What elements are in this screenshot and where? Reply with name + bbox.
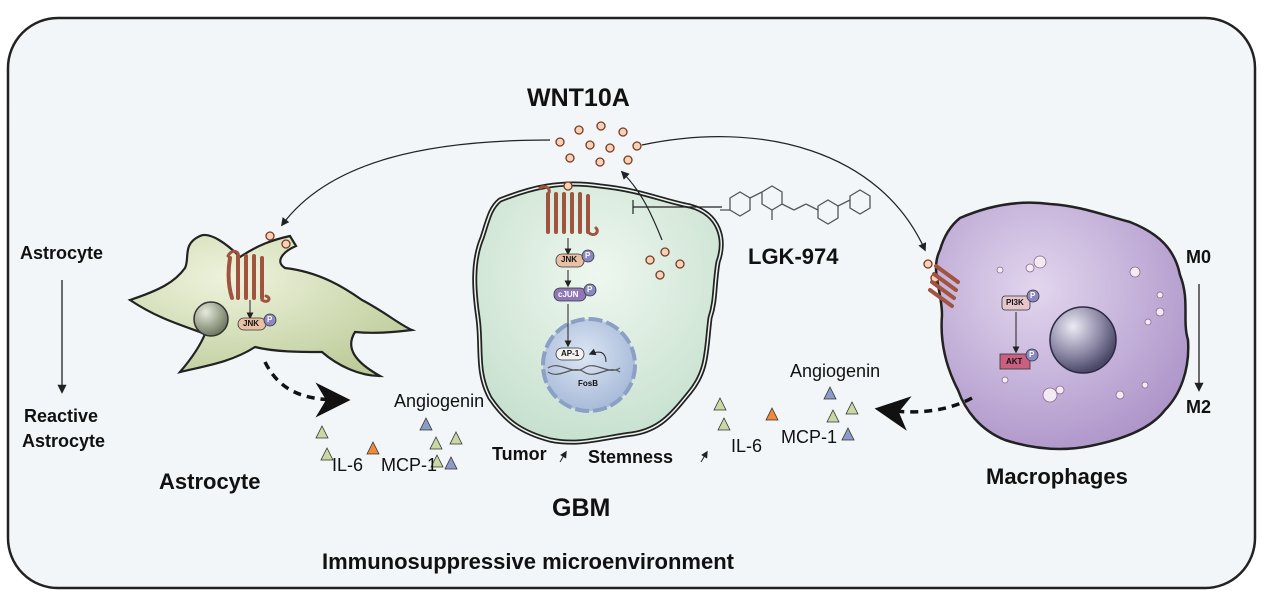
astro-phospho-circle bbox=[263, 313, 277, 327]
right-il6-label: IL-6 bbox=[731, 436, 763, 456]
arrow-gbm-to-wnt bbox=[620, 170, 663, 241]
astrocyte-receptor bbox=[226, 249, 271, 303]
gbm-cjun-p-text: P bbox=[587, 285, 593, 294]
stemness-label: Stemness bbox=[588, 447, 674, 467]
right-state-top: M0 bbox=[1186, 247, 1212, 267]
mac-akt-phospho-circle bbox=[1025, 348, 1039, 362]
left-state-bottom-2: Astrocyte bbox=[22, 431, 106, 451]
astrocyte-secretion-arrow bbox=[263, 361, 351, 418]
astrocyte-cell bbox=[127, 233, 417, 378]
right-mcp1-label: MCP-1 bbox=[781, 427, 838, 447]
gbm-cjun-phospho-circle bbox=[583, 283, 597, 297]
left-il6-label: IL-6 bbox=[332, 455, 364, 475]
gbm-fosb-text: FosB bbox=[578, 379, 598, 388]
stemness-increase-arrow bbox=[700, 450, 708, 463]
arrow-wnt-to-macrophage bbox=[641, 136, 927, 252]
gbm-jnk-phospho-circle bbox=[581, 249, 595, 263]
cytokine-triangles-right bbox=[713, 386, 859, 441]
wnt-ligands bbox=[265, 121, 940, 283]
gbm-ap1-text: AP-1 bbox=[561, 349, 580, 358]
inhibition-line bbox=[632, 200, 722, 214]
macrophage-nucleus bbox=[1049, 306, 1117, 374]
tumor-label: Tumor bbox=[492, 444, 547, 464]
gbm-cell bbox=[472, 181, 724, 445]
mac-akt-box bbox=[999, 353, 1031, 370]
left-state-top: Astrocyte bbox=[20, 243, 104, 263]
wnt10a-title: WNT10A bbox=[527, 84, 630, 112]
left-state-bottom-1: Reactive bbox=[24, 406, 99, 426]
astro-p-text: P bbox=[267, 315, 273, 324]
gbm-jnk-text: JNK bbox=[561, 255, 578, 264]
macrophage-receptor bbox=[928, 264, 960, 308]
mac-pi3k-text: PI3K bbox=[1006, 298, 1024, 307]
gbm-jnk-p-text: P bbox=[585, 251, 591, 260]
gbm-label: GBM bbox=[552, 494, 611, 522]
gbm-ap1-pill bbox=[555, 347, 585, 361]
mac-akt-p-text: P bbox=[1029, 350, 1035, 359]
gbm-cjun-text: cJUN bbox=[558, 290, 579, 299]
left-mcp1-label: MCP-1 bbox=[381, 455, 438, 475]
left-angiogenin-label: Angiogenin bbox=[394, 391, 485, 411]
cytokine-triangles-left bbox=[315, 417, 463, 470]
gbm-nucleus bbox=[541, 317, 637, 413]
lgk974-structure bbox=[720, 185, 871, 225]
macrophages-label: Macrophages bbox=[986, 464, 1128, 489]
tumor-increase-arrow bbox=[559, 450, 567, 463]
astro-jnk-text: JNK bbox=[243, 319, 260, 328]
arrow-wnt-to-astrocyte bbox=[281, 139, 551, 227]
macrophage-vesicles bbox=[996, 255, 1165, 403]
astrocyte-nucleus bbox=[193, 301, 229, 337]
lgk974-label: LGK-974 bbox=[748, 244, 839, 269]
macrophage-secretion-arrow bbox=[874, 396, 973, 431]
gbm-dna-strand-2 bbox=[547, 369, 621, 375]
mac-pi3k-box bbox=[1001, 295, 1031, 311]
gbm-receptor bbox=[538, 185, 599, 236]
right-angiogenin-label: Angiogenin bbox=[790, 361, 881, 381]
gbm-fosb-arrow bbox=[588, 348, 607, 363]
mac-pi3k-p-text: P bbox=[1030, 291, 1036, 300]
microenvironment-label: Immunosuppressive microenvironment bbox=[322, 549, 734, 574]
mac-pi3k-phospho-circle bbox=[1026, 289, 1040, 303]
mac-akt-text: AKT bbox=[1006, 357, 1023, 366]
astrocyte-label: Astrocyte bbox=[159, 469, 261, 494]
right-state-bottom: M2 bbox=[1186, 397, 1212, 417]
macrophage-cell bbox=[934, 201, 1190, 451]
